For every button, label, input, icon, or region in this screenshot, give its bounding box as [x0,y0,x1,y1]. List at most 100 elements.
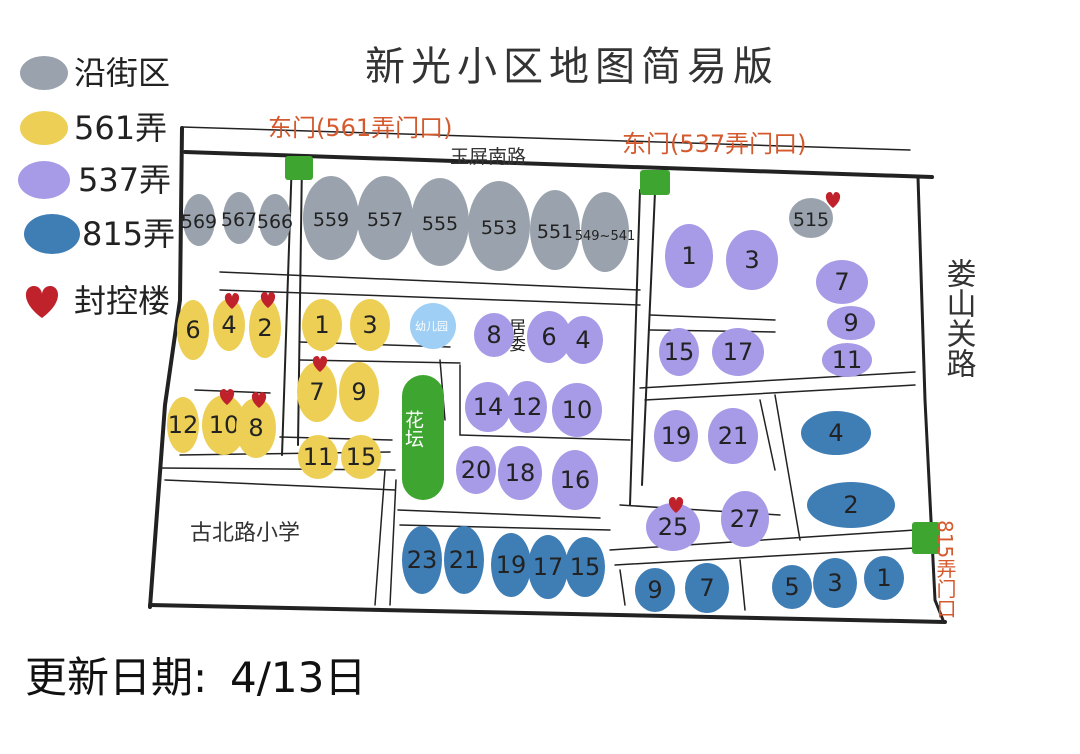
building-number: 23 [407,546,438,574]
building-shape [530,190,580,270]
map-title: 新光小区地图简易版 [365,44,779,90]
building-number: 21 [718,422,749,450]
building-shape [726,230,778,290]
building-street-567: 567 [221,192,257,244]
locked-heart-icon [224,293,240,309]
building-number: 515 [793,209,829,231]
kindergarten [410,303,456,349]
building-815-9: 9 [635,568,675,612]
building-815-1: 1 [864,556,904,600]
building-561-3: 3 [350,299,390,351]
building-shape [298,435,338,479]
legend-label-street: 沿街区 [74,54,170,92]
building-shape [507,381,547,433]
locked-heart-icon [668,497,684,513]
building-shape [177,300,209,360]
building-561-12: 12 [167,397,199,453]
building-shape [202,395,246,455]
building-number: 10 [209,411,240,439]
building-number: 4 [221,311,236,339]
building-815-5: 5 [772,565,812,609]
road-label-top: 玉屏南路 [450,146,526,168]
building-561-15: 15 [341,435,381,479]
building-number: 7 [834,268,849,296]
building-number: 25 [658,513,689,541]
building-number: 3 [362,311,377,339]
building-number: 8 [248,414,263,442]
flowerbed-label: 花坛 [402,410,424,448]
building-537-21: 21 [708,408,758,464]
building-shape [552,383,602,437]
building-shape [468,181,530,271]
building-number: 7 [699,574,714,602]
locked-heart-icon [825,192,841,208]
building-537-20: 20 [456,446,496,494]
building-shape [565,537,605,597]
building-number: 557 [367,209,403,231]
building-561-6: 6 [177,300,209,360]
building-shape [465,382,511,432]
building-number: 21 [449,546,480,574]
building-number: 4 [575,326,590,354]
building-shape [646,503,700,551]
building-shape [444,526,484,594]
building-shape [474,313,514,357]
building-number: 555 [422,213,458,235]
building-shape [721,491,769,547]
legend-heart-icon [25,286,59,318]
building-number: 9 [351,378,366,406]
building-561-10: 10 [202,389,246,455]
building-number: 19 [496,551,527,579]
building-number: 9 [647,576,662,604]
building-shape [801,411,871,455]
legend-swatch-815 [24,214,80,254]
building-shape [563,316,603,364]
building-shape [223,192,255,244]
building-number: 567 [221,209,257,231]
building-561-9: 9 [339,362,379,422]
building-number: 549~541 [575,229,636,244]
building-number: 17 [723,338,754,366]
building-shape [357,176,413,260]
building-street-551: 551 [530,190,580,270]
building-number: 1 [314,311,329,339]
building-number: 2 [843,491,858,519]
building-shape [183,194,215,246]
building-number: 11 [832,346,863,374]
building-street-569: 569 [181,194,217,246]
building-number: 4 [828,419,843,447]
building-815-7: 7 [685,563,729,613]
building-shape [491,533,531,597]
legend-label-815: 815弄 [82,215,175,253]
building-number: 6 [185,316,200,344]
building-number: 12 [168,411,199,439]
building-number: 9 [843,309,858,337]
building-number: 17 [533,553,564,581]
locked-heart-icon [312,356,328,372]
building-shape [527,311,571,363]
building-815-4: 4 [801,411,871,455]
building-815-15: 15 [565,537,605,597]
building-number: 1 [681,242,696,270]
building-537-12: 12 [507,381,547,433]
building-shape [816,260,868,304]
building-shape [259,194,291,246]
building-number: 12 [512,393,543,421]
building-number: 15 [346,443,377,471]
building-537-18: 18 [498,446,542,500]
building-shape [411,178,469,266]
building-number: 3 [827,569,842,597]
building-shape [712,328,764,376]
building-number: 3 [744,246,759,274]
building-number: 569 [181,211,217,233]
building-537-10: 10 [552,383,602,437]
flowerbed [402,375,444,500]
update-date: 4/13日 [230,653,366,702]
building-shape [708,408,758,464]
building-shape [213,299,245,351]
gate-537-marker [640,170,670,195]
building-shape [822,343,872,377]
building-shape [302,299,342,351]
building-shape [665,224,713,288]
